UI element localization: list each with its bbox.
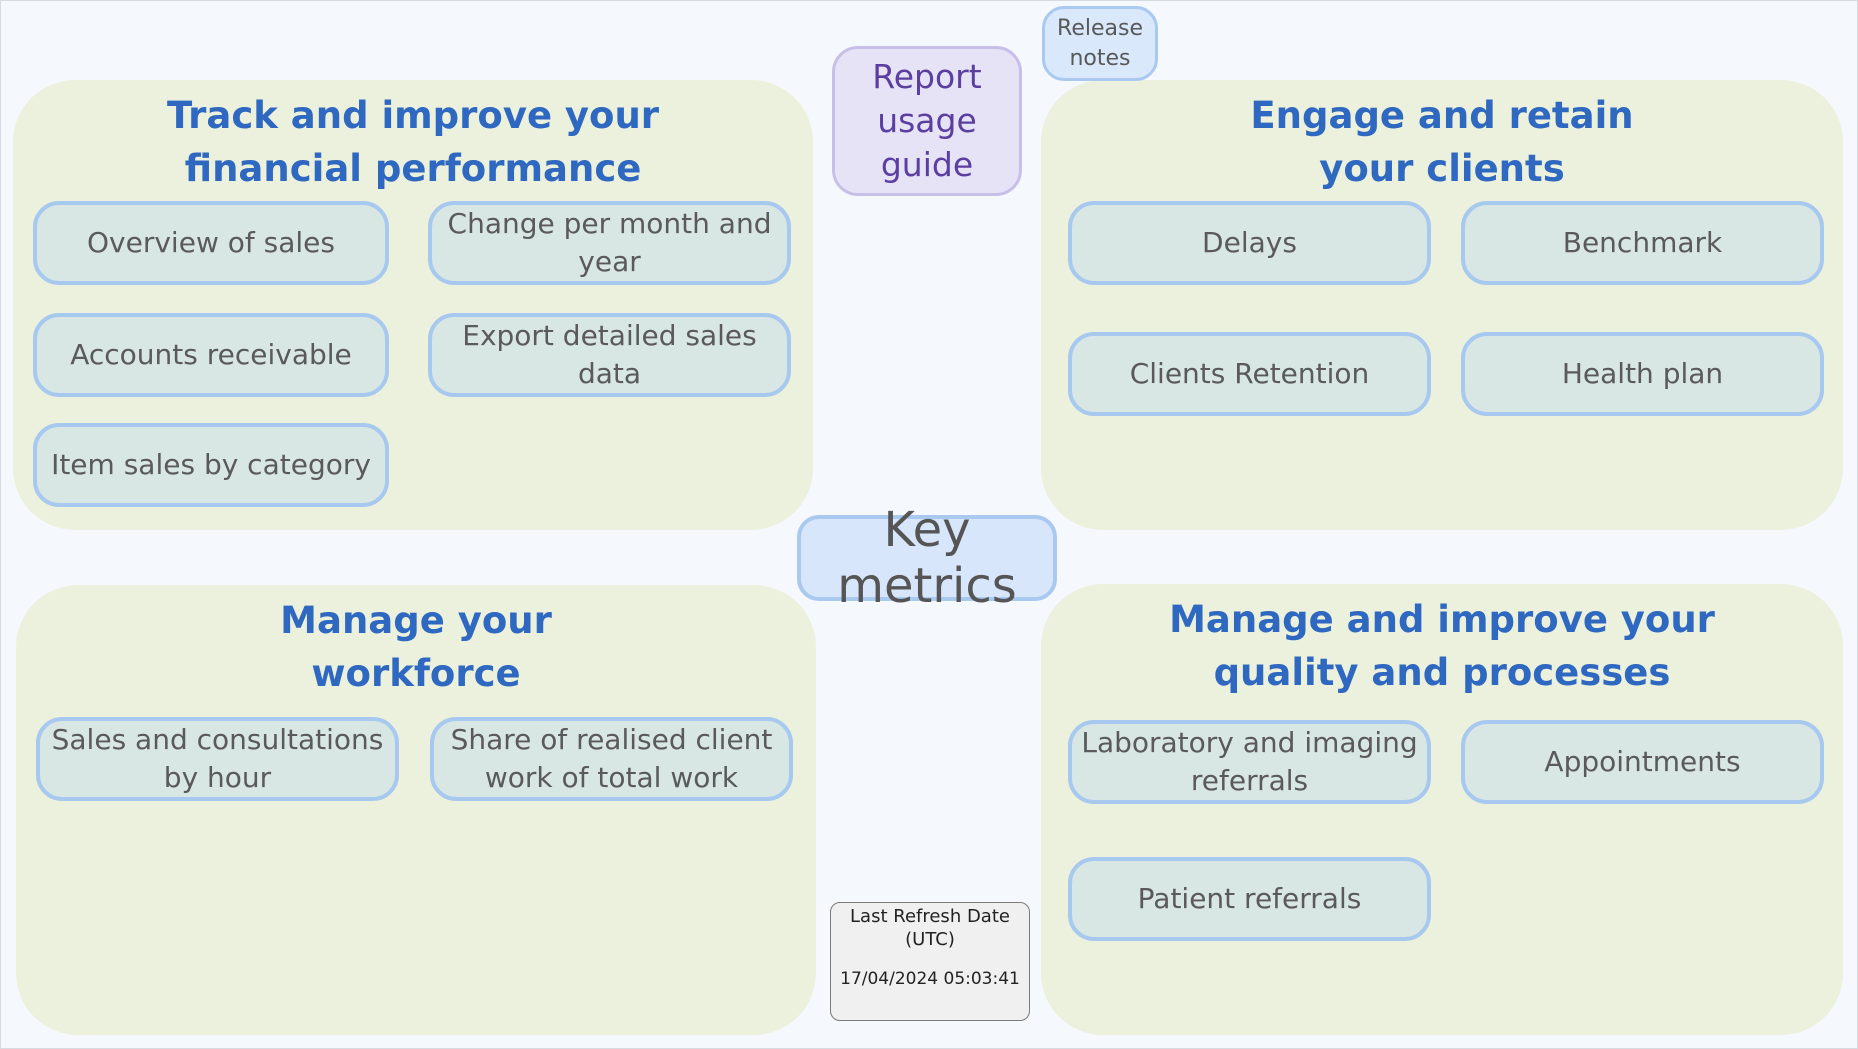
share-of-realised-client-work-button[interactable]: Share of realised client work of total w…	[430, 717, 793, 801]
last-refresh-value: 17/04/2024 05:03:41	[840, 969, 1020, 989]
release-notes-button[interactable]: Release notes	[1042, 6, 1158, 81]
key-metrics-title: Key metrics	[797, 502, 1057, 614]
delays-button[interactable]: Delays	[1068, 201, 1431, 285]
export-detailed-sales-data-button[interactable]: Export detailed sales data	[428, 313, 791, 397]
release-notes-label: Release notes	[1057, 15, 1143, 71]
report-usage-guide-button[interactable]: Report usage guide	[832, 46, 1022, 196]
workforce-panel-title: Manage your workforce	[280, 599, 552, 695]
clients-panel-title: Engage and retain your clients	[1250, 94, 1634, 190]
health-plan-button[interactable]: Health plan	[1461, 332, 1824, 416]
financial-panel-title: Track and improve your financial perform…	[166, 94, 660, 190]
appointments-button[interactable]: Appointments	[1461, 720, 1824, 804]
overview-of-sales-button[interactable]: Overview of sales	[33, 201, 389, 285]
laboratory-and-imaging-referrals-button[interactable]: Laboratory and imaging referrals	[1068, 720, 1431, 804]
patient-referrals-button[interactable]: Patient referrals	[1068, 857, 1431, 941]
change-per-month-and-year-button[interactable]: Change per month and year	[428, 201, 791, 285]
key-metrics-label: Key metrics	[837, 502, 1017, 614]
accounts-receivable-button[interactable]: Accounts receivable	[33, 313, 389, 397]
clients-panel: Engage and retain your clients	[1041, 80, 1843, 530]
report-usage-guide-label: Report usage guide	[872, 57, 982, 184]
workforce-panel: Manage your workforce	[16, 585, 816, 1035]
benchmark-button[interactable]: Benchmark	[1461, 201, 1824, 285]
last-refresh-label: Last Refresh Date (UTC)	[850, 906, 1010, 950]
sales-and-consultations-by-hour-button[interactable]: Sales and consultations by hour	[36, 717, 399, 801]
last-refresh-card: Last Refresh Date (UTC) 17/04/2024 05:03…	[830, 902, 1030, 1021]
item-sales-by-category-button[interactable]: Item sales by category	[33, 423, 389, 507]
clients-retention-button[interactable]: Clients Retention	[1068, 332, 1431, 416]
quality-panel: Manage and improve your quality and proc…	[1041, 584, 1843, 1035]
quality-panel-title: Manage and improve your quality and proc…	[1169, 598, 1715, 694]
